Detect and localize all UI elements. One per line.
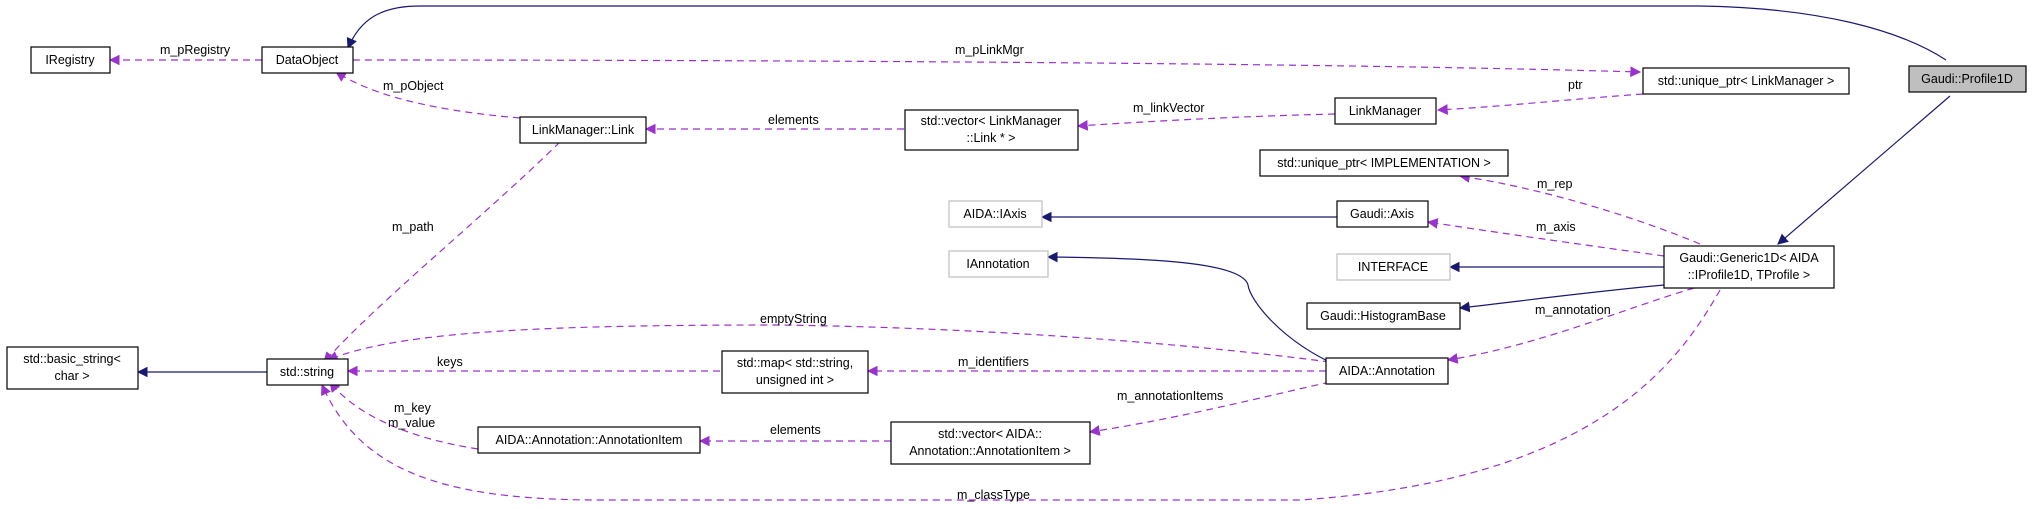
label-m-annotation: m_annotation	[1535, 303, 1611, 317]
edge-link-stdstring	[323, 141, 561, 363]
node-annotation-item-label: AIDA::Annotation::AnnotationItem	[496, 433, 683, 447]
label-m-axis: m_axis	[1536, 220, 1576, 234]
node-generic1d-line1: Gaudi::Generic1D< AIDA	[1679, 251, 1819, 265]
node-linkmanager-link-label: LinkManager::Link	[532, 123, 635, 137]
node-unique-ptr-impl[interactable]: std::unique_ptr< IMPLEMENTATION >	[1259, 149, 1509, 177]
label-m-key: m_key	[394, 401, 432, 415]
node-std-string[interactable]: std::string	[266, 358, 349, 386]
edge-annotation-iannotation	[1046, 251, 1339, 367]
node-iregistry-label: IRegistry	[45, 53, 95, 67]
label-m-pregistry: m_pRegistry	[160, 43, 231, 57]
node-std-map-line1: std::map< std::string,	[737, 356, 853, 370]
node-unique-ptr-impl-label: std::unique_ptr< IMPLEMENTATION >	[1277, 156, 1491, 170]
node-iannotation[interactable]: IAnnotation	[948, 250, 1049, 278]
edge-generic1d-axis	[1426, 218, 1665, 257]
node-linkmanager[interactable]: LinkManager	[1334, 97, 1437, 125]
node-profile1d-label: Gaudi::Profile1D	[1921, 72, 2013, 86]
node-aida-iaxis[interactable]: AIDA::IAxis	[948, 200, 1043, 228]
label-m-classtype: m_classType	[957, 488, 1030, 502]
node-linkmanager-label: LinkManager	[1349, 104, 1421, 118]
node-basic-string[interactable]: std::basic_string< char >	[6, 346, 139, 390]
label-m-rep: m_rep	[1537, 177, 1572, 191]
node-std-map[interactable]: std::map< std::string, unsigned int >	[721, 350, 869, 394]
node-gaudi-axis[interactable]: Gaudi::Axis	[1336, 200, 1429, 228]
label-m-annotationitems: m_annotationItems	[1117, 389, 1223, 403]
label-keys: keys	[437, 355, 463, 369]
node-aida-annotation-label: AIDA::Annotation	[1339, 364, 1435, 378]
edge-uniqueptr-linkmanager	[1436, 93, 1644, 115]
node-interface[interactable]: INTERFACE	[1336, 253, 1451, 281]
node-vector-annitem-line1: std::vector< AIDA::	[938, 427, 1042, 441]
node-dataobject[interactable]: DataObject	[261, 46, 354, 74]
node-profile1d[interactable]: Gaudi::Profile1D	[1908, 65, 2027, 93]
node-unique-ptr-linkmanager-label: std::unique_ptr< LinkManager >	[1658, 74, 1835, 88]
edge-generic1d-histogrambase	[1458, 284, 1665, 313]
node-interface-label: INTERFACE	[1358, 260, 1428, 274]
node-histogram-base-label: Gaudi::HistogramBase	[1320, 309, 1446, 323]
node-vector-link-line1: std::vector< LinkManager	[921, 114, 1062, 128]
node-vector-annitem-line2: Annotation::AnnotationItem >	[909, 444, 1071, 458]
label-elements-item: elements	[770, 423, 821, 437]
edge-dataobject-uniqueptr	[352, 59, 1642, 78]
label-m-identifiers: m_identifiers	[958, 355, 1029, 369]
node-histogram-base[interactable]: Gaudi::HistogramBase	[1306, 302, 1461, 330]
node-gaudi-axis-label: Gaudi::Axis	[1350, 207, 1414, 221]
node-vector-link[interactable]: std::vector< LinkManager ::Link * >	[904, 109, 1079, 151]
edge-item-stdstring	[329, 381, 479, 450]
label-m-value: m_value	[388, 416, 435, 430]
node-basic-string-line1: std::basic_string<	[23, 352, 121, 366]
edge-linkmanager-vectorlink	[1076, 113, 1336, 131]
node-linkmanager-link[interactable]: LinkManager::Link	[519, 116, 647, 144]
label-elements-link: elements	[768, 113, 819, 127]
node-iannotation-label: IAnnotation	[966, 257, 1029, 271]
node-std-map-line2: unsigned int >	[756, 373, 834, 387]
edge-profile1d-generic1d	[1777, 95, 1951, 245]
node-vector-link-line2: ::Link * >	[967, 131, 1016, 145]
node-std-string-label: std::string	[280, 365, 334, 379]
node-iregistry[interactable]: IRegistry	[30, 46, 111, 74]
edge-link-dataobject	[335, 71, 521, 119]
edge-annotation-stdstring-empty	[327, 324, 1331, 363]
label-m-pobject: m_pObject	[383, 79, 444, 93]
node-dataobject-label: DataObject	[276, 53, 339, 67]
node-vector-annitem[interactable]: std::vector< AIDA:: Annotation::Annotati…	[890, 421, 1091, 465]
label-emptystring: emptyString	[760, 312, 827, 326]
node-generic1d[interactable]: Gaudi::Generic1D< AIDA ::IProfile1D, TPr…	[1663, 245, 1835, 289]
label-m-plinkmgr: m_pLinkMgr	[955, 43, 1024, 57]
node-aida-annotation[interactable]: AIDA::Annotation	[1325, 357, 1449, 385]
label-m-linkvector: m_linkVector	[1133, 101, 1205, 115]
edge-profile1d-dataobject	[346, 5, 1947, 61]
label-m-path: m_path	[392, 220, 434, 234]
node-aida-iaxis-label: AIDA::IAxis	[963, 207, 1026, 221]
label-ptr: ptr	[1568, 78, 1583, 92]
node-unique-ptr-linkmanager[interactable]: std::unique_ptr< LinkManager >	[1642, 67, 1850, 95]
edge-annotation-vectoritem	[1088, 381, 1331, 436]
node-generic1d-line2: ::IProfile1D, TProfile >	[1688, 268, 1810, 282]
edge-generic1d-uniqueimpl	[1458, 172, 1701, 245]
node-annotation-item[interactable]: AIDA::Annotation::AnnotationItem	[477, 426, 701, 454]
node-basic-string-line2: char >	[54, 369, 89, 383]
edge-generic1d-stdstring-classtype	[321, 289, 1721, 501]
edge-generic1d-annotation	[1446, 287, 1695, 364]
